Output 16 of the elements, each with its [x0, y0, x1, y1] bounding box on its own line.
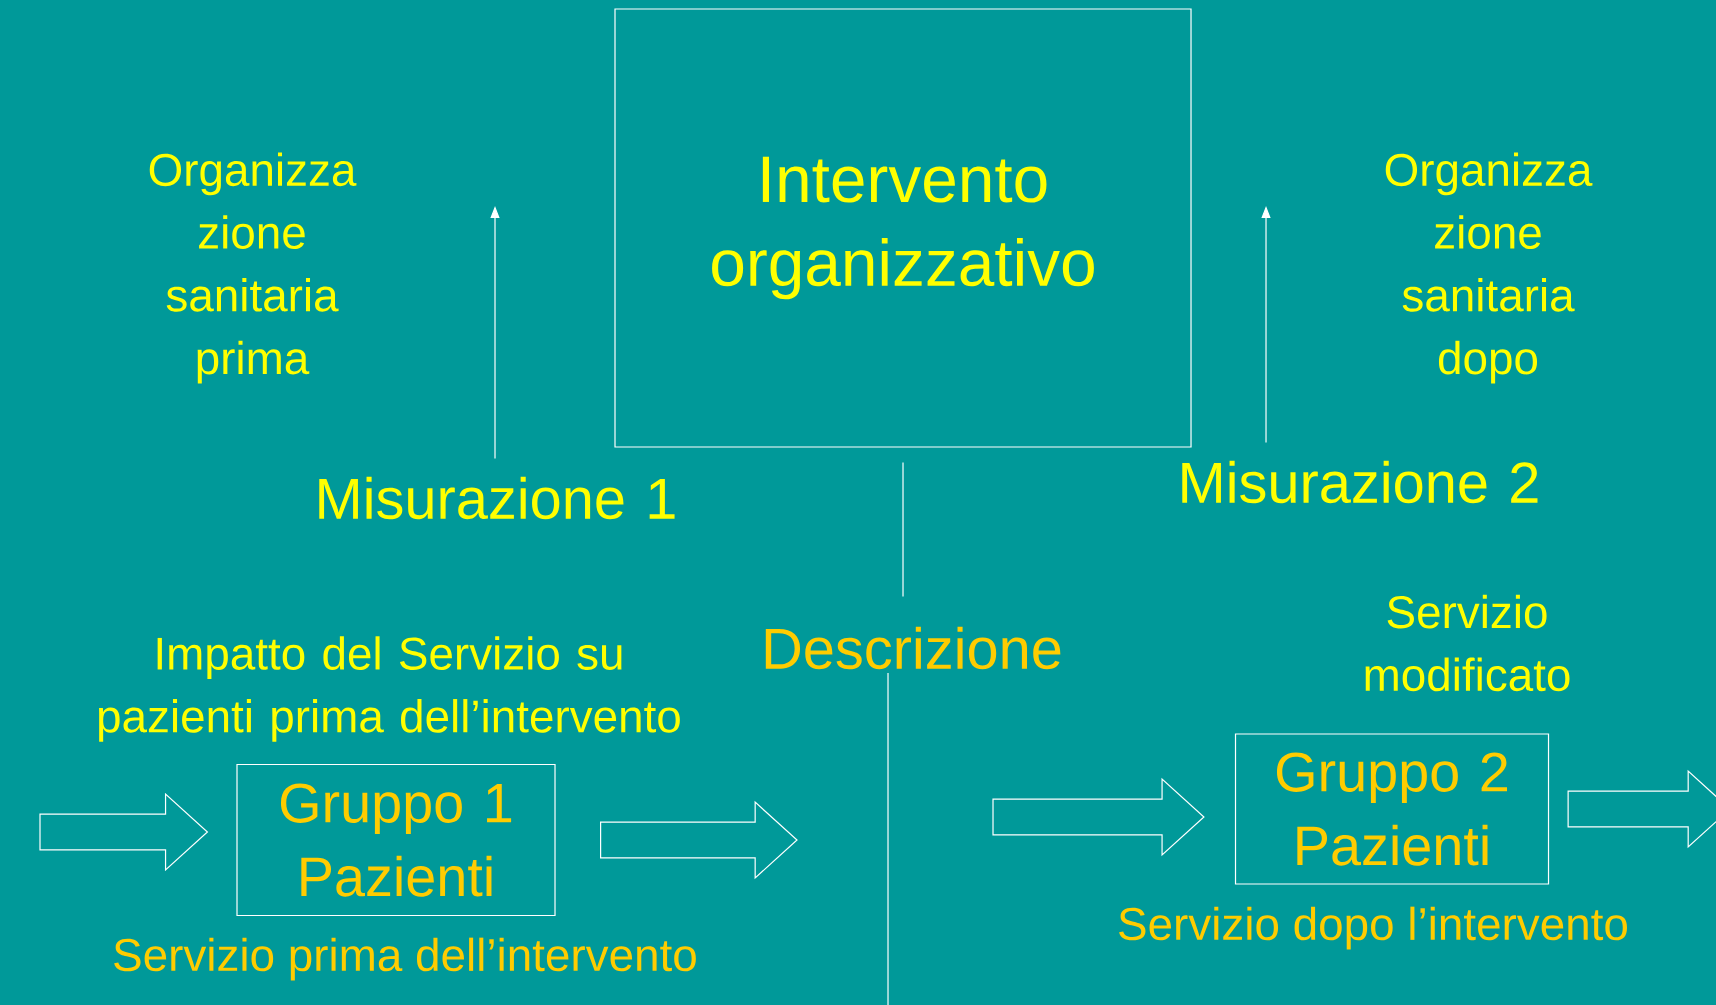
annotation-text: Servizio modificato: [1365, 594, 1570, 692]
block-arrow: [1567, 769, 1716, 849]
connector-line: [902, 462, 904, 598]
caption-text: Servizio dopo l’intervento: [1119, 906, 1627, 950]
annotation-text: Organizza zione sanitaria dopo: [1385, 152, 1593, 384]
block-arrow: [39, 792, 209, 872]
measurement-label: Misurazione 1: [319, 476, 675, 520]
block-arrow: [992, 777, 1205, 857]
annotation-text: Organizza zione sanitaria prima: [149, 152, 357, 384]
measurement-label: Misurazione 2: [1182, 460, 1538, 504]
block-arrow: [600, 800, 798, 880]
patient-group-box: Gruppo 1 Pazienti: [236, 763, 556, 917]
description-label: Descrizione: [765, 626, 1061, 670]
intervention-box: Intervento organizzativo: [614, 8, 1192, 448]
patient-group-box: Gruppo 2 Pazienti: [1234, 733, 1550, 885]
caption-text: Servizio prima dell’intervento: [114, 937, 696, 981]
